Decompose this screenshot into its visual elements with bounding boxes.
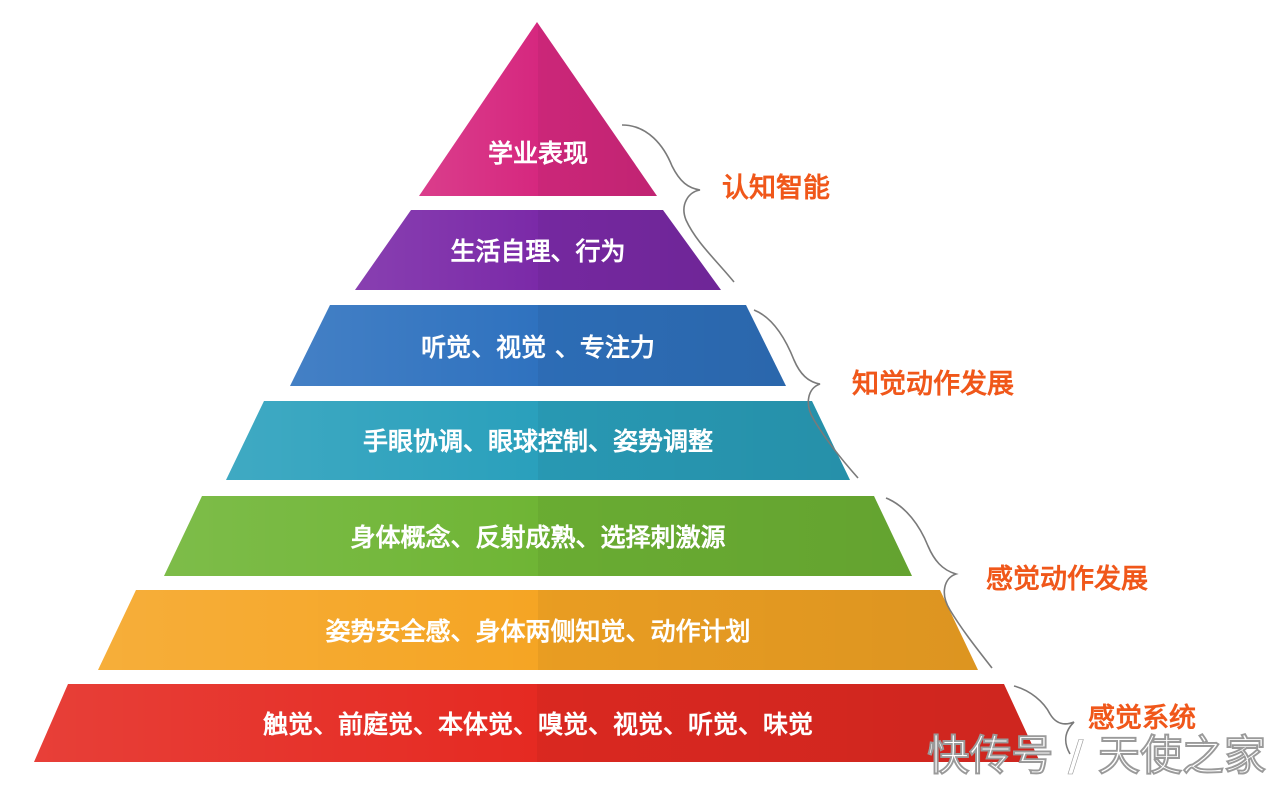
tier-shade: [164, 496, 912, 576]
bracket-sensorimotor: [885, 497, 993, 669]
group-label-perceptual-motor: 知觉动作发展: [852, 368, 1014, 400]
bracket-perceptual-motor: [753, 309, 859, 479]
tier-label: 姿势安全感、身体两侧知觉、动作计划: [325, 617, 750, 646]
tier-self-care-behavior: 生活自理、行为: [355, 210, 721, 290]
tier-label: 学业表现: [488, 139, 588, 168]
tier-label: 手眼协调、眼球控制、姿势调整: [363, 427, 713, 456]
tier-shade: [98, 590, 978, 670]
tier-label: 身体概念、反射成熟、选择刺激源: [350, 523, 725, 552]
tier-label: 生活自理、行为: [450, 237, 625, 266]
group-label-sensorimotor: 感觉动作发展: [986, 563, 1148, 595]
bracket-sensory-system: [1013, 685, 1075, 755]
watermark-text: 快传号 / 天使之家: [927, 731, 1266, 780]
tier-academic-performance: 学业表现: [419, 22, 657, 196]
tier-shade: [34, 684, 1040, 762]
tier-shade: [226, 401, 850, 480]
tier-label: 触觉、前庭觉、本体觉、嗅觉、视觉、听觉、味觉: [263, 710, 813, 739]
tier-label: 听觉、视觉 、专注力: [421, 333, 655, 362]
group-label-cognitive: 认知智能: [722, 172, 830, 204]
tier-hearing-vision-attention: 听觉、视觉 、专注力: [290, 305, 786, 386]
tier-postural-security: 姿势安全感、身体两侧知觉、动作计划: [98, 590, 978, 670]
tier-hand-eye-coordination: 手眼协调、眼球控制、姿势调整: [226, 401, 850, 480]
tier-body-concept: 身体概念、反射成熟、选择刺激源: [164, 496, 912, 576]
tier-sensory-inputs: 触觉、前庭觉、本体觉、嗅觉、视觉、听觉、味觉: [34, 684, 1040, 762]
tier-shade: [355, 210, 721, 290]
tier-shade: [290, 305, 786, 386]
bracket-cognitive: [621, 124, 735, 283]
group-label-sensory-system: 感觉系统: [1088, 702, 1196, 734]
tier-shade: [419, 22, 657, 196]
